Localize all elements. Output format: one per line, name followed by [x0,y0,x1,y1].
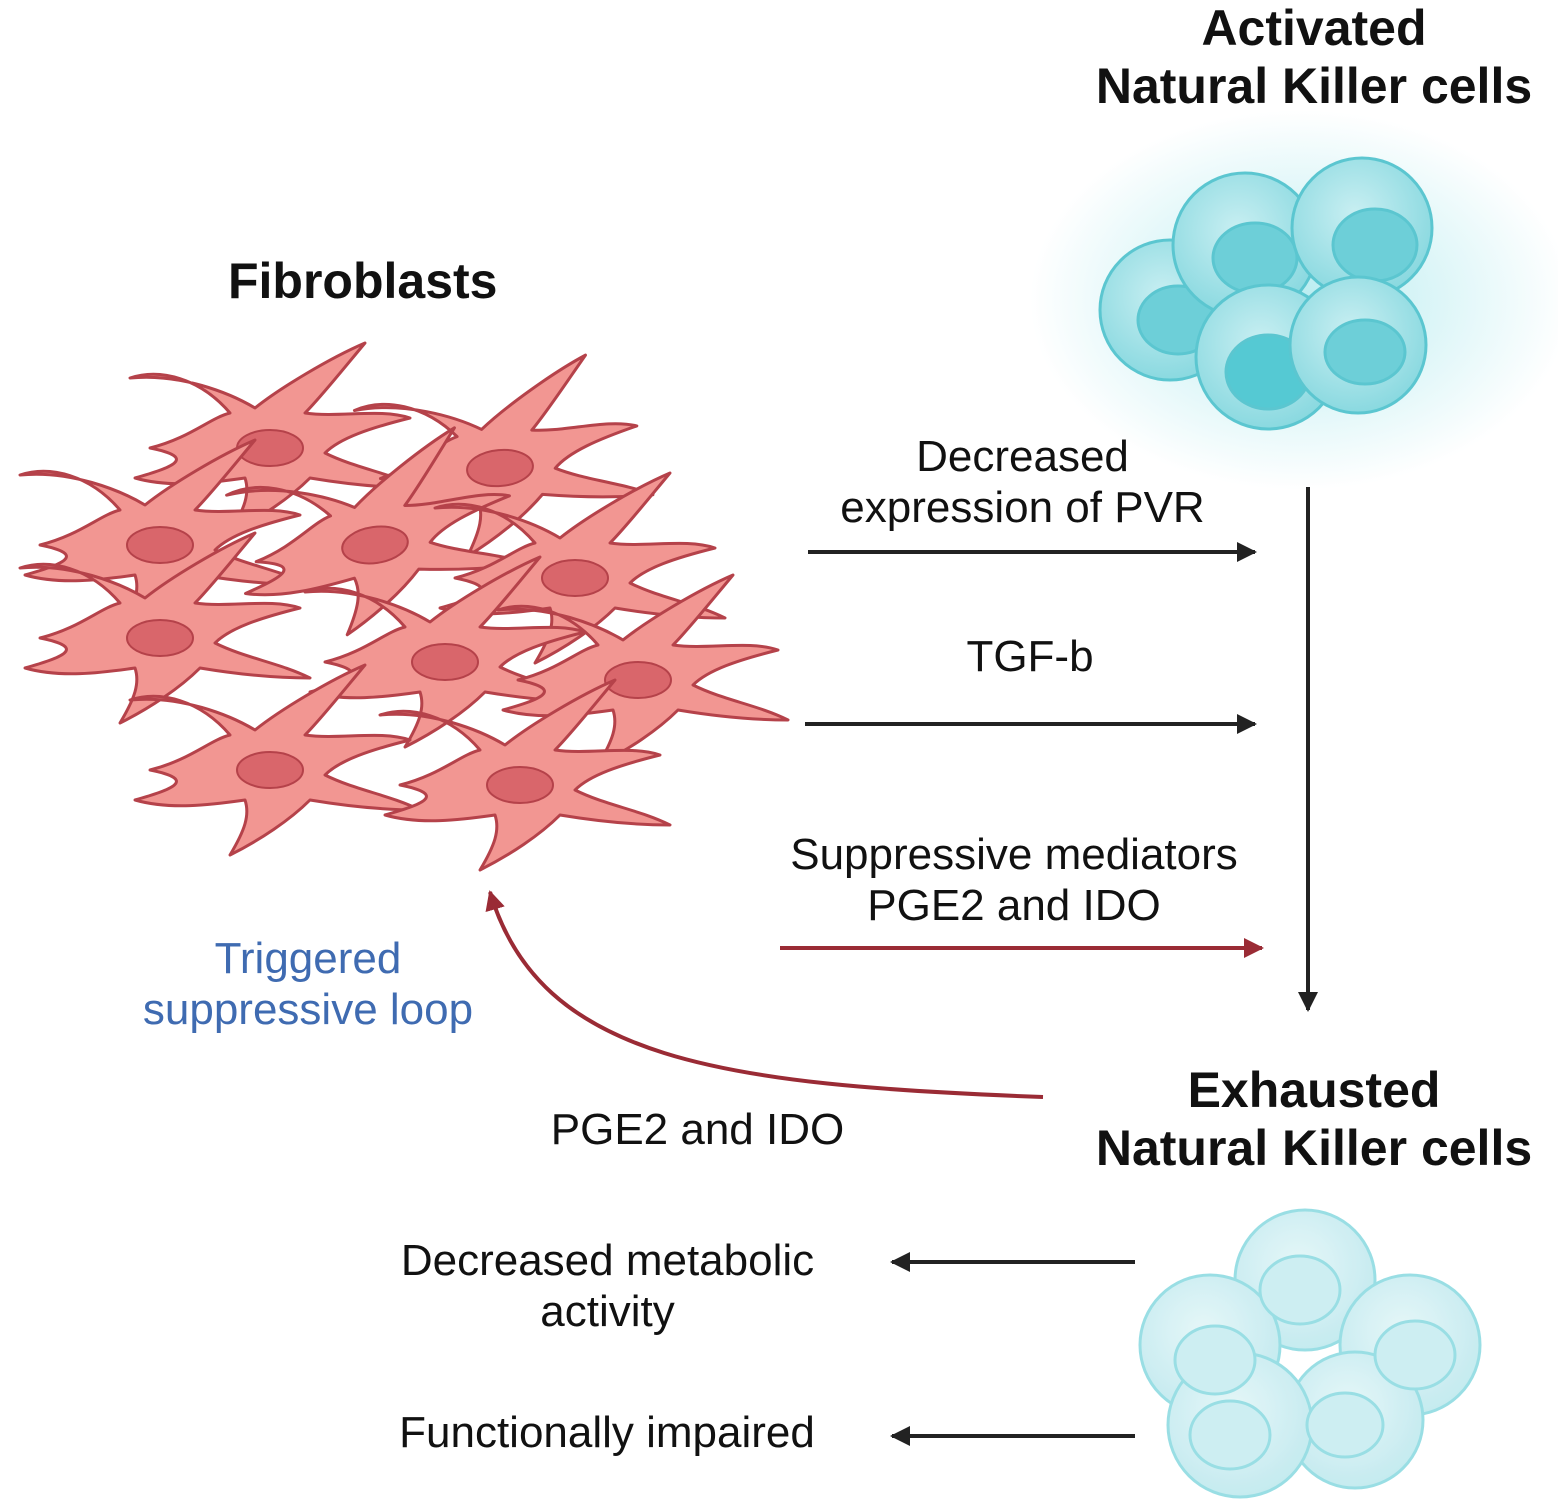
loop-molecules-label: PGE2 and IDO [550,1105,845,1154]
exhausted-nk-title-line1: Exhausted [1187,1062,1441,1118]
fibroblasts-title: Fibroblasts [228,253,498,309]
suppressive-label-line1: Suppressive mediators [790,830,1238,879]
pvr-label-line2: expression of PVR [840,482,1205,532]
exhausted-nk-title: Exhausted Natural Killer cells [1070,1062,1558,1177]
pvr-label: Decreased expression of PVR [800,432,1245,533]
loop-label: Triggered suppressive loop [128,934,488,1035]
impaired-label: Functionally impaired [399,1408,815,1457]
loop-arrow [485,890,1044,1099]
suppressive-label-line2: PGE2 and IDO [867,880,1161,930]
loop-label-line1: Triggered [214,934,402,983]
metabolic-label: Decreased metabolic activity [365,1236,850,1337]
activated-nk-title-line1: Activated [1201,0,1427,56]
activated-nk-title-line2: Natural Killer cells [1095,57,1533,114]
exhausted-nk-title-line2: Natural Killer cells [1095,1119,1533,1176]
activated-nk-title: Activated Natural Killer cells [1070,0,1558,115]
activated-nk-cluster [1030,110,1558,490]
fibroblast-cluster [18,341,790,872]
suppressive-label: Suppressive mediators PGE2 and IDO [750,830,1278,931]
metabolic-label-line2: activity [540,1286,675,1336]
metabolic-label-line1: Decreased metabolic [400,1236,815,1285]
loop-label-line2: suppressive loop [142,984,474,1034]
tgf-label: TGF-b [966,632,1094,681]
pvr-label-line1: Decreased [916,432,1129,481]
exhausted-nk-cluster [1138,1208,1482,1499]
